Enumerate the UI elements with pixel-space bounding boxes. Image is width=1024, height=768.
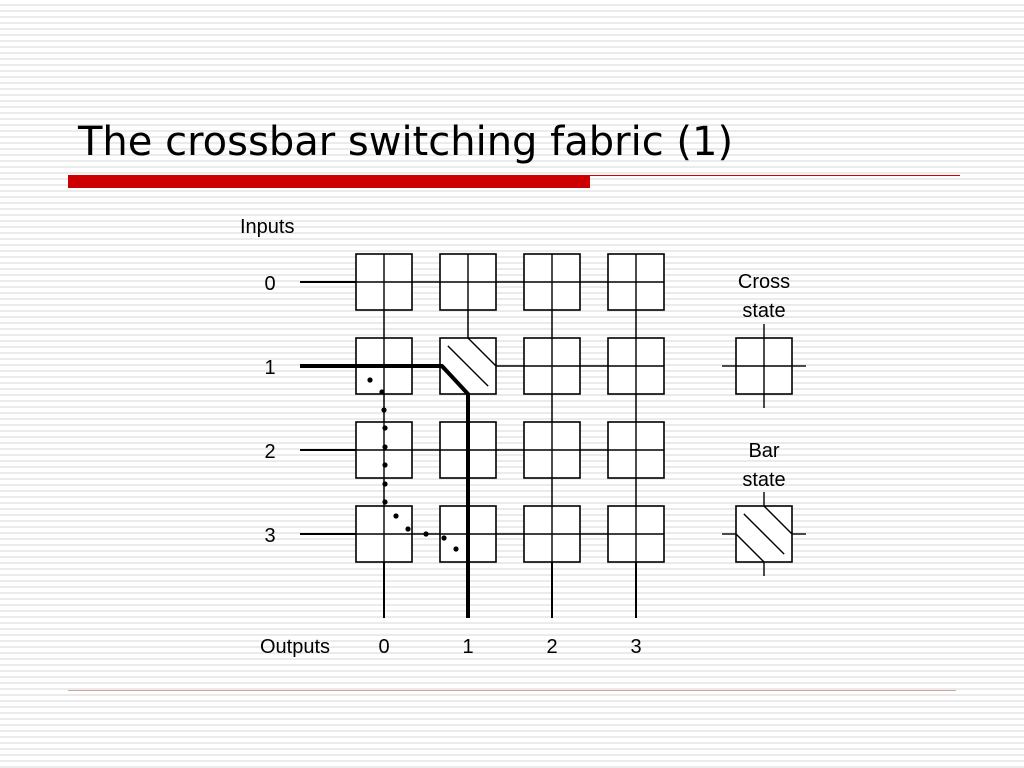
switch-cross-1-3 bbox=[607, 337, 665, 395]
output-label-2: 2 bbox=[546, 636, 557, 658]
crossbar-grid bbox=[300, 253, 665, 618]
output-label-0: 0 bbox=[378, 636, 389, 658]
input-label-2: 2 bbox=[264, 441, 275, 463]
bar-state-legend: Bar state bbox=[722, 440, 806, 576]
dotted-path bbox=[367, 377, 459, 552]
inputs-label: Inputs bbox=[240, 216, 294, 238]
path-dot bbox=[441, 535, 447, 541]
input-label-1: 1 bbox=[264, 357, 275, 379]
switch-cross-0-3 bbox=[607, 253, 665, 311]
switch-cross-3-0 bbox=[355, 505, 413, 563]
path-dot bbox=[453, 546, 459, 552]
switch-cross-3-2 bbox=[523, 505, 581, 563]
switch-cross-2-3 bbox=[607, 421, 665, 479]
path-dot bbox=[405, 526, 411, 532]
title-underline-thin bbox=[590, 175, 960, 176]
legend-cross-switch bbox=[735, 337, 793, 395]
switch-cross-1-2 bbox=[523, 337, 581, 395]
input-label-0: 0 bbox=[264, 273, 275, 295]
path-dot bbox=[382, 425, 388, 431]
path-dot bbox=[423, 531, 429, 537]
path-dot bbox=[379, 389, 385, 395]
cross-state-legend: Cross state bbox=[722, 271, 806, 408]
outputs-label: Outputs bbox=[260, 636, 330, 658]
cross-state-label-line2: state bbox=[742, 300, 785, 322]
output-label-3: 3 bbox=[630, 636, 641, 658]
bar-state-label-line2: state bbox=[742, 469, 785, 491]
path-dot bbox=[367, 377, 373, 383]
input-label-3: 3 bbox=[264, 525, 275, 547]
switch-cross-0-0 bbox=[355, 253, 413, 311]
footer-rule bbox=[68, 690, 956, 691]
cross-state-label-line1: Cross bbox=[738, 271, 790, 293]
legend-bar-switch bbox=[735, 505, 793, 563]
switch-cross-2-2 bbox=[523, 421, 581, 479]
switch-cross-0-2 bbox=[523, 253, 581, 311]
path-dot bbox=[382, 499, 388, 505]
path-dot bbox=[381, 407, 387, 413]
highlighted-path bbox=[300, 364, 470, 618]
switch-bar-1-1 bbox=[439, 337, 497, 395]
switch-cross-2-0 bbox=[355, 421, 413, 479]
bar-state-switch-icon bbox=[722, 492, 806, 576]
path-dot bbox=[382, 481, 388, 487]
title-underline-thick bbox=[68, 175, 590, 188]
slide-title: The crossbar switching fabric (1) bbox=[78, 119, 734, 165]
switch-cross-3-3 bbox=[607, 505, 665, 563]
path-dot bbox=[382, 444, 388, 450]
switch-cross-0-1 bbox=[439, 253, 497, 311]
output-label-1: 1 bbox=[462, 636, 473, 658]
cross-state-switch-icon bbox=[722, 324, 806, 408]
bar-state-label-line1: Bar bbox=[748, 440, 779, 462]
path-dot bbox=[382, 462, 388, 468]
path-dot bbox=[393, 513, 399, 519]
